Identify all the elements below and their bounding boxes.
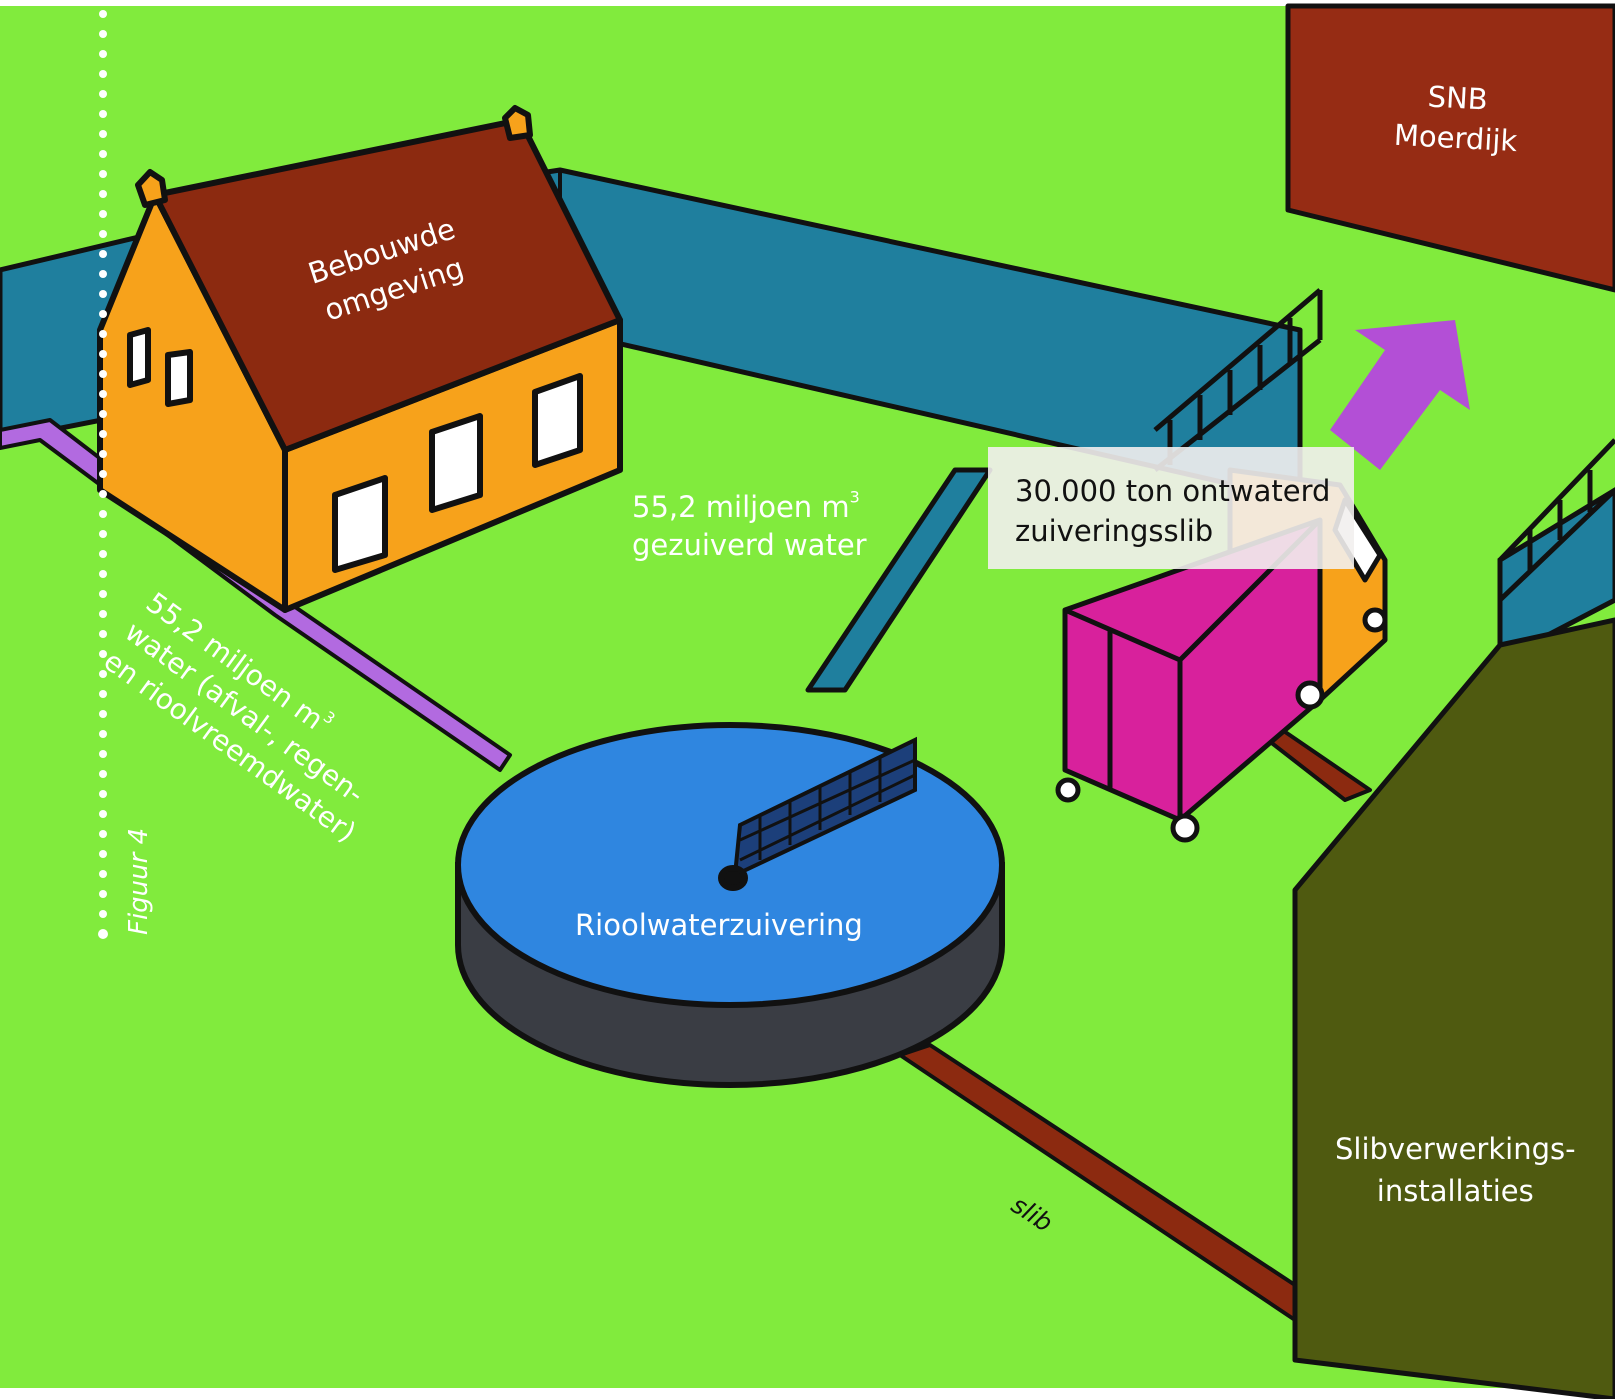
fence-right [1153,288,1615,602]
sludge-transport-line2: zuiveringsslib [1015,514,1214,548]
figure-dotted-line [98,10,108,939]
snb-label: SNB Moerdijk [1393,75,1520,161]
sludge-transport-line1: 30.000 ton ontwaterd [1015,474,1331,508]
figure-label: Figuur 4 [124,827,154,935]
house [97,105,623,613]
treated-water-unit-sup: 3 [849,487,860,507]
snb-label-line2: Moerdijk [1393,117,1519,159]
treated-water-line2: gezuiverd water [632,528,867,562]
treatment-tank [455,722,1005,1088]
sludge-installations-line2: installaties [1376,1174,1534,1208]
snb-label-line1: SNB [1426,79,1489,117]
treated-water-value: 55,2 miljoen m [632,490,850,524]
sludge-installations-line1: Slibverwerkings- [1335,1132,1576,1166]
snb-building [1285,3,1615,293]
arrow-to-snb [1330,320,1470,470]
sludge-installations-label: Slibverwerkings- installaties [1335,1128,1576,1212]
treated-water-label: 55,2 miljoen m3 gezuiverd water [632,488,867,564]
treatment-plant-label: Rioolwaterzuivering [575,908,863,942]
sludge-transport-label: 30.000 ton ontwaterd zuiveringsslib [988,447,1354,569]
sludge-installation-building [1292,617,1615,1399]
